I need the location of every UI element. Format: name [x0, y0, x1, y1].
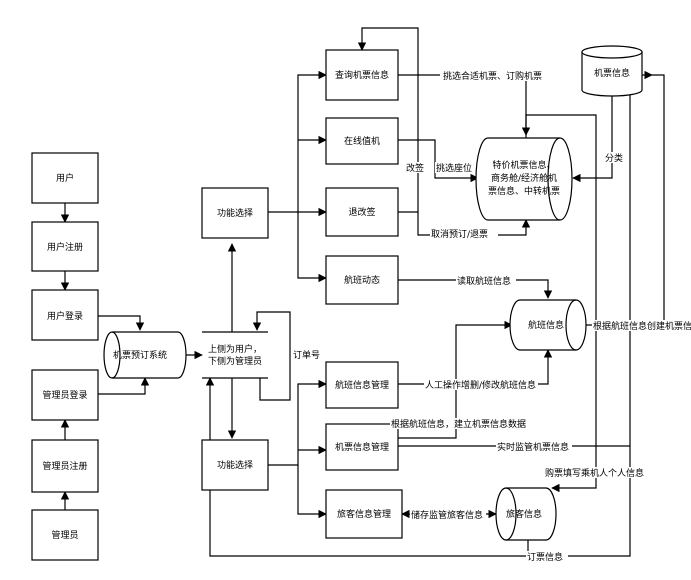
db-special-tickets: 特价机票信息、 商务舱/经济舱机 票信息、中转机票: [475, 137, 573, 221]
node-admin: 管理员: [31, 509, 99, 561]
svg-text:功能选择: 功能选择: [217, 459, 253, 471]
svg-text:航班动态: 航班动态: [344, 274, 380, 286]
label-store-passenger: 储存监管旅客信息: [411, 509, 483, 521]
svg-text:功能选择: 功能选择: [217, 207, 253, 219]
label-change: 改签: [406, 162, 424, 174]
svg-text:管理员登录: 管理员登录: [42, 389, 87, 401]
node-flight-mgmt: 航班信息管理: [325, 361, 399, 409]
db-flight-info: 航班信息: [509, 299, 587, 351]
svg-text:航班信息管理: 航班信息管理: [335, 379, 389, 391]
node-split: 上侧为用户， 下侧为管理员: [202, 331, 268, 379]
node-admin-login: 管理员登录: [31, 369, 99, 421]
label-choose-seat: 挑选座位: [436, 162, 472, 174]
edge-labels: 挑选合适机票、订购机票 改签 挑选座位 取消预订/退票 读取航班信息 订单号 人…: [292, 70, 691, 563]
node-query-tickets: 查询机票信息: [325, 49, 399, 101]
node-admin-register: 管理员注册: [31, 439, 99, 493]
node-booking-system: 机票预订系统: [103, 331, 187, 379]
node-flight-status: 航班动态: [325, 255, 399, 305]
label-create-by-flight: 根据航班信息创建机票信: [593, 320, 691, 332]
svg-text:用户登录: 用户登录: [47, 310, 83, 322]
label-select-order: 挑选合适机票、订购机票: [443, 70, 542, 82]
svg-text:下侧为管理员: 下侧为管理员: [208, 355, 262, 367]
db-ticket-info: 机票信息: [581, 45, 643, 97]
node-passenger-mgmt: 旅客信息管理: [325, 489, 403, 539]
node-refund-change: 退改签: [325, 187, 399, 237]
svg-text:在线值机: 在线值机: [344, 135, 380, 147]
node-func-select-bottom: 功能选择: [201, 439, 269, 491]
svg-text:机票信息管理: 机票信息管理: [335, 441, 389, 453]
label-classify: 分类: [605, 152, 623, 164]
node-user: 用户: [31, 152, 99, 204]
svg-text:机票预订系统: 机票预订系统: [113, 349, 167, 361]
label-read-flight: 读取航班信息: [457, 275, 511, 287]
svg-text:管理员注册: 管理员注册: [42, 460, 87, 472]
svg-text:特价机票信息、: 特价机票信息、: [492, 159, 555, 171]
svg-text:查询机票信息: 查询机票信息: [335, 69, 389, 81]
svg-text:用户注册: 用户注册: [47, 241, 83, 253]
node-func-select-top: 功能选择: [201, 187, 269, 239]
svg-text:旅客信息管理: 旅客信息管理: [337, 508, 391, 520]
label-manual-edit: 人工操作增删/修改航班信息: [425, 379, 536, 391]
label-order-no: 订单号: [293, 349, 320, 361]
svg-text:退改签: 退改签: [348, 206, 375, 218]
svg-text:商务舱/经济舱机: 商务舱/经济舱机: [491, 172, 557, 184]
label-order-info: 订票信息: [527, 551, 563, 563]
svg-text:机票信息: 机票信息: [594, 67, 630, 79]
svg-text:用户: 用户: [56, 172, 74, 184]
label-fill-passenger: 购票填写乘机人个人信息: [545, 467, 644, 479]
node-ticket-mgmt: 机票信息管理: [325, 423, 399, 471]
label-build-ticket-data: 根据航班信息，建立机票信息数据: [391, 418, 526, 430]
svg-text:航班信息: 航班信息: [528, 319, 564, 331]
node-user-login: 用户登录: [31, 289, 99, 341]
svg-text:旅客信息: 旅客信息: [506, 508, 542, 520]
label-realtime-monitor: 实时监管机票信息: [497, 441, 569, 453]
svg-text:管理员: 管理员: [51, 529, 78, 541]
label-cancel-refund: 取消预订/退票: [431, 228, 488, 240]
node-user-register: 用户注册: [31, 221, 99, 272]
svg-text:票信息、中转机票: 票信息、中转机票: [488, 185, 560, 197]
svg-text:上侧为用户，: 上侧为用户，: [208, 343, 262, 355]
db-passenger-info: 旅客信息: [495, 487, 557, 541]
node-online-checkin: 在线值机: [325, 117, 399, 165]
